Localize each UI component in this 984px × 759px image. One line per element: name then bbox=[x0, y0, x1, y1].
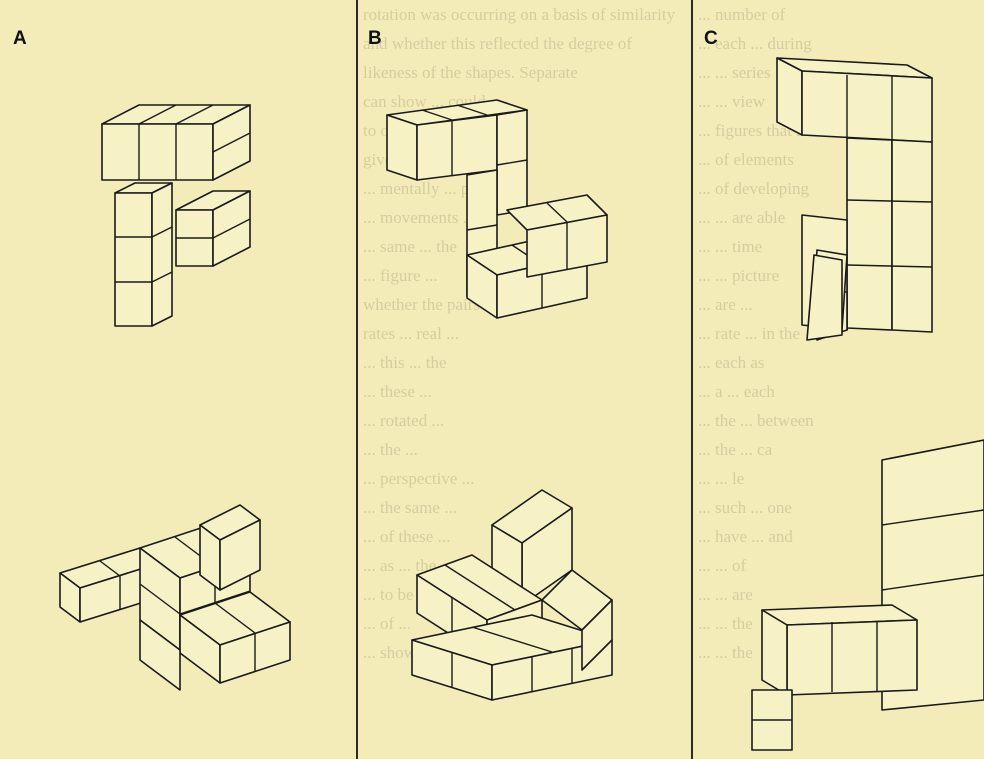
cube-figure-c-bottom bbox=[752, 440, 984, 750]
cube-figure-c-top bbox=[777, 58, 932, 340]
cube-figure-pair-a bbox=[0, 0, 356, 759]
cube-figure-b-top bbox=[387, 100, 607, 318]
cube-figure-b-bottom bbox=[412, 490, 612, 700]
cube-figure-pair-b bbox=[357, 0, 691, 759]
panel-a: A bbox=[0, 0, 356, 759]
panel-c: ... number of ... each ... during ... ..… bbox=[692, 0, 984, 759]
cube-figure-a-bottom bbox=[60, 505, 290, 690]
cube-figure-pair-c bbox=[692, 0, 984, 759]
cube-figure-a-top bbox=[102, 105, 250, 326]
panel-b: rotation was occurring on a basis of sim… bbox=[357, 0, 691, 759]
